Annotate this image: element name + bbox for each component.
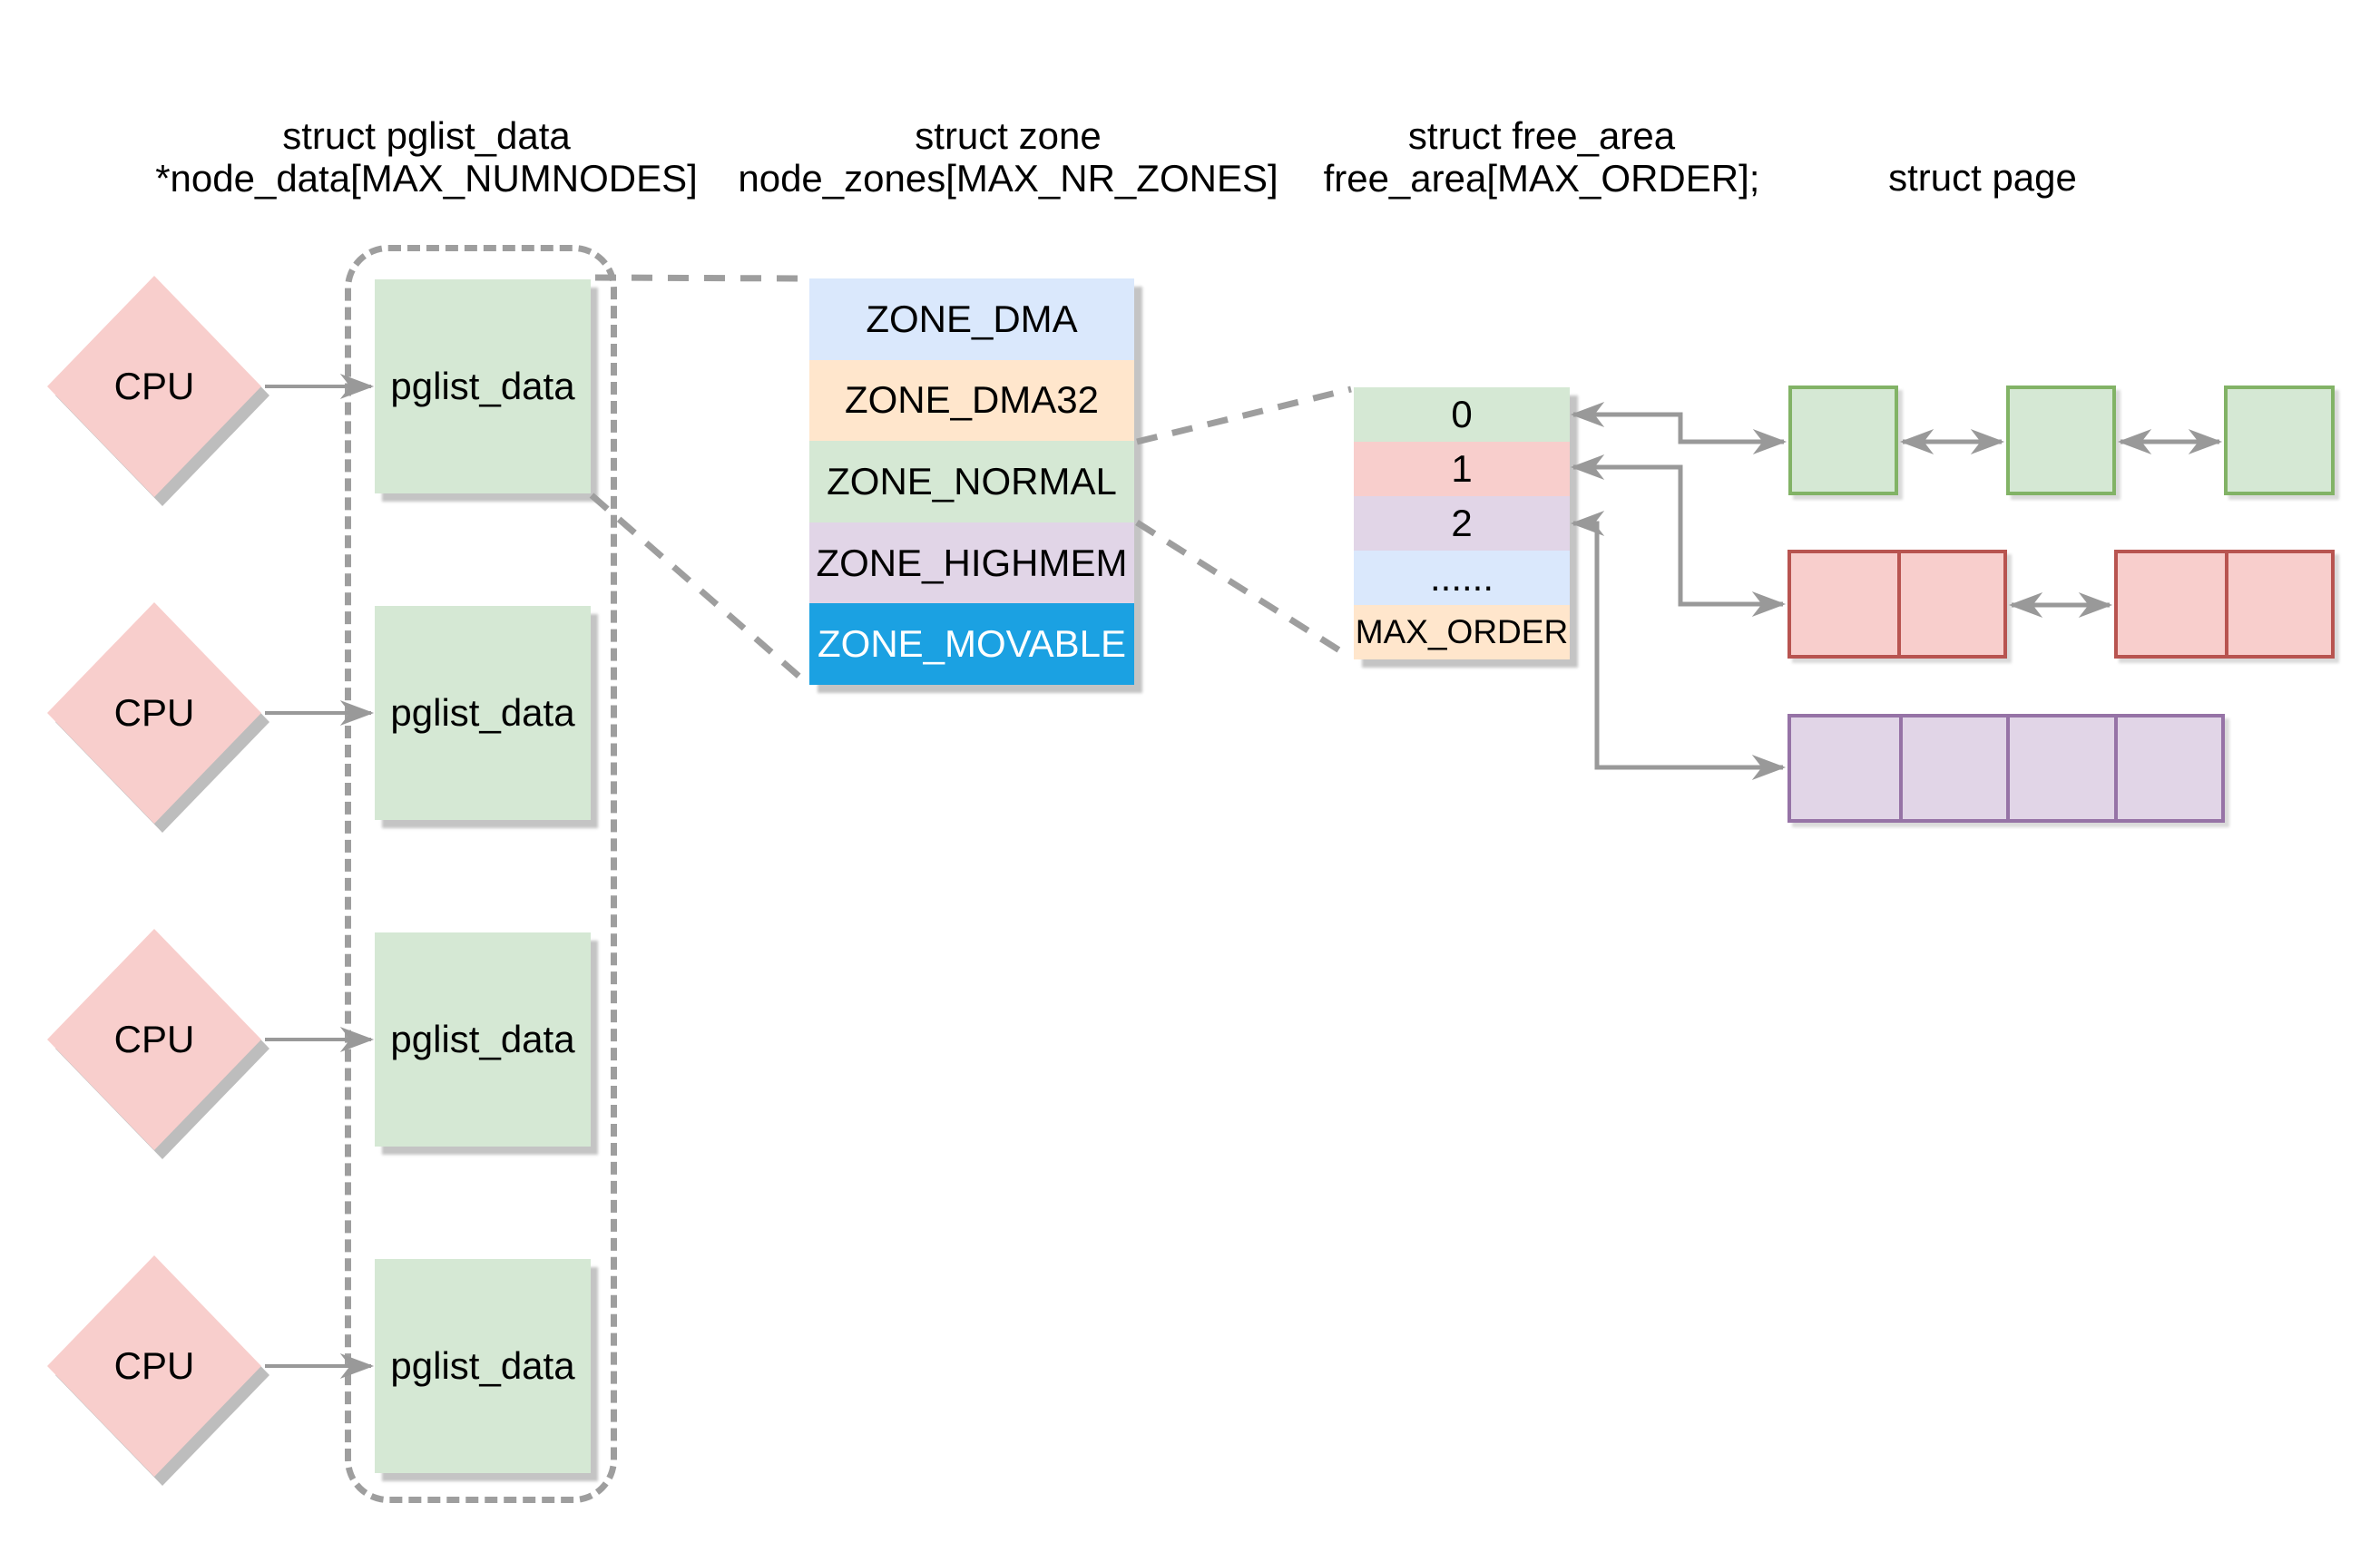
heading-line: struct zone [915, 114, 1102, 157]
cpu-label: CPU [113, 1018, 195, 1060]
cpu-diamond-2: CPU [47, 602, 269, 833]
free-area-table: 0 1 2 ...... MAX_ORDER [1354, 387, 1570, 659]
cpu-diamond-3: CPU [47, 929, 269, 1159]
page-block-order1-1 [1787, 550, 2007, 659]
page-divider [1897, 553, 1901, 655]
cpu-diamond-1: CPU [47, 276, 269, 506]
node-data-array-container [345, 245, 617, 1503]
free-area-row-max-order: MAX_ORDER [1354, 605, 1570, 659]
page-divider [1898, 717, 1903, 819]
zone-row-dma: ZONE_DMA [809, 278, 1134, 360]
heading-pglist-data: struct pglist_data *node_data[MAX_NUMNOD… [136, 114, 717, 200]
heading-free-area: struct free_area free_area[MAX_ORDER]; [1251, 114, 1832, 200]
pglist-data-label: pglist_data [390, 365, 575, 407]
link-free-area-0-to-pages [1570, 402, 1787, 454]
free-area-row-0: 0 [1354, 387, 1570, 442]
heading-line: node_zones[MAX_NR_ZONES] [738, 157, 1278, 200]
zone-row-movable: ZONE_MOVABLE [809, 603, 1134, 685]
pglist-data-box-4: pglist_data [375, 1259, 591, 1473]
page-block-order0-2 [2006, 386, 2116, 495]
cpu-label: CPU [113, 1344, 195, 1387]
page-block-order0-3 [2224, 386, 2335, 495]
pglist-data-label: pglist_data [390, 1018, 575, 1060]
page-block-order0-1 [1788, 386, 1898, 495]
pglist-data-box-1: pglist_data [375, 279, 591, 493]
page-divider [2224, 553, 2228, 655]
free-area-row-label: ...... [1429, 556, 1494, 599]
heading-line: *node_data[MAX_NUMNODES] [155, 157, 698, 200]
cpu-label: CPU [113, 365, 195, 407]
heading-line: struct page [1888, 156, 2077, 199]
zone-row-dma32: ZONE_DMA32 [809, 359, 1134, 442]
cpu-diamond-4: CPU [47, 1255, 269, 1486]
zone-label: ZONE_NORMAL [827, 459, 1117, 503]
cpu-label: CPU [113, 691, 195, 734]
page-divider [2113, 717, 2118, 819]
link-free-area-2-to-pages [1570, 511, 1787, 780]
free-area-row-1: 1 [1354, 442, 1570, 496]
free-area-row-ellipsis: ...... [1354, 551, 1570, 605]
pglist-data-box-3: pglist_data [375, 932, 591, 1147]
heading-struct-page: struct page [1692, 156, 2273, 199]
page-block-order2-1 [1787, 714, 2225, 823]
dashed-zone-to-free-area-bottom [1135, 520, 1353, 660]
pglist-data-label: pglist_data [390, 691, 575, 734]
zone-label: ZONE_HIGHMEM [816, 541, 1128, 584]
zone-row-highmem: ZONE_HIGHMEM [809, 522, 1134, 604]
heading-line: free_area[MAX_ORDER]; [1323, 157, 1760, 200]
free-area-row-label: 1 [1451, 447, 1473, 490]
dashed-node-to-zone-bottom [589, 493, 808, 685]
free-area-row-label: MAX_ORDER [1355, 613, 1569, 650]
page-block-order1-2 [2114, 550, 2335, 659]
pglist-data-label: pglist_data [390, 1344, 575, 1387]
free-area-row-label: 2 [1451, 502, 1473, 544]
zone-row-normal: ZONE_NORMAL [809, 441, 1134, 522]
zone-label: ZONE_DMA32 [844, 378, 1100, 422]
page-divider [2006, 717, 2010, 819]
free-area-row-label: 0 [1451, 393, 1473, 435]
free-area-row-2: 2 [1354, 496, 1570, 551]
heading-zone: struct zone node_zones[MAX_NR_ZONES] [718, 114, 1298, 200]
link-free-area-1-to-pages [1570, 454, 1787, 617]
pglist-data-box-2: pglist_data [375, 606, 591, 820]
heading-line: struct pglist_data [282, 114, 571, 157]
heading-line: struct free_area [1407, 114, 1676, 157]
zone-stack: ZONE_DMA ZONE_DMA32 ZONE_NORMAL ZONE_HIG… [809, 278, 1134, 685]
zone-label: ZONE_DMA [866, 297, 1078, 340]
dashed-zone-to-free-area-top [1136, 386, 1352, 445]
zone-label: ZONE_MOVABLE [818, 622, 1126, 666]
